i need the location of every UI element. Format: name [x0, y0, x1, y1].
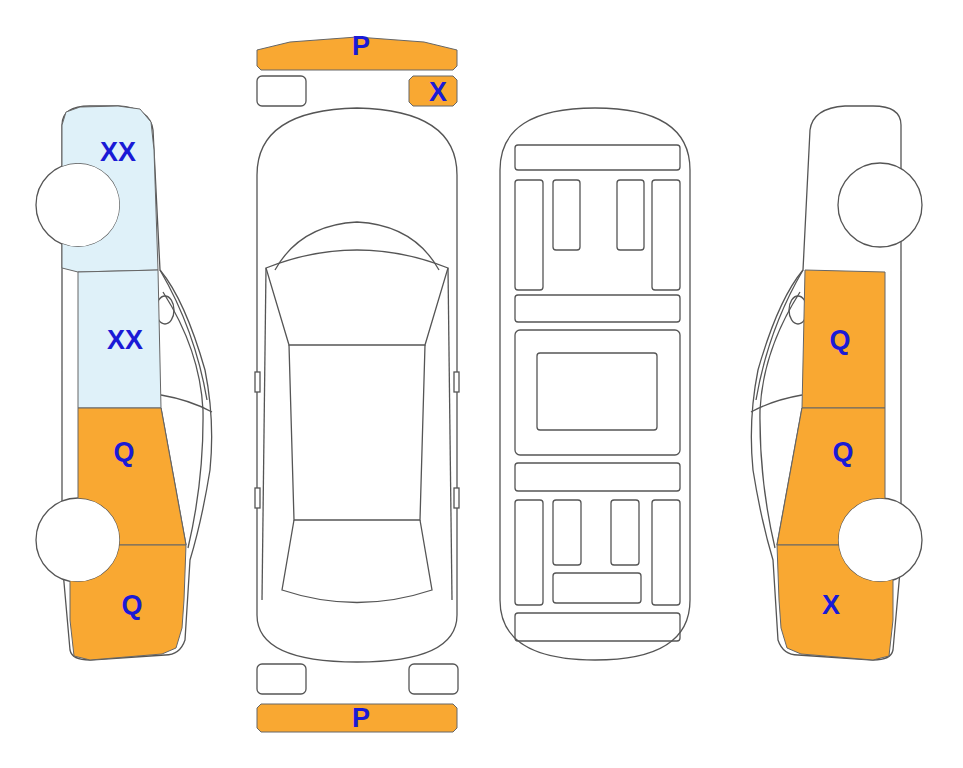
damage-code: P: [352, 705, 370, 732]
damage-code: X: [822, 592, 840, 619]
headlight-panel: X: [409, 76, 457, 106]
panel-shape: [62, 106, 158, 272]
panel-fill: [777, 545, 893, 660]
door-panel: XX: [78, 270, 161, 408]
panel-fill: [409, 76, 457, 106]
top-view: [255, 76, 459, 694]
damage-code: Q: [832, 439, 853, 466]
door-panel: Q: [777, 408, 885, 545]
quarter-panel: Q: [70, 545, 186, 660]
fender-panel: XX: [62, 106, 158, 272]
bumper-panel: P: [257, 37, 457, 70]
panel-fill: [78, 270, 161, 408]
door-panel: Q: [78, 408, 186, 545]
panel-shape: [777, 408, 885, 545]
panel-fill: [777, 408, 885, 545]
damage-code: Q: [113, 439, 134, 466]
damage-code: XX: [100, 139, 136, 166]
panel-fill: [257, 704, 457, 732]
door-panel: Q: [802, 270, 885, 408]
panel-shape: [78, 408, 186, 545]
quarter-panel: X: [777, 545, 893, 660]
damage-code: Q: [829, 327, 850, 354]
panel-fill: [802, 270, 885, 408]
underside-view: [500, 108, 690, 660]
panel-fill: [70, 545, 186, 660]
damage-code: P: [352, 33, 370, 60]
damage-code: Q: [121, 592, 142, 619]
damage-code: XX: [107, 327, 143, 354]
left-side-view: [62, 106, 212, 660]
panel-fill: [62, 106, 158, 272]
wheels: [36, 163, 922, 582]
damage-code: X: [429, 79, 447, 106]
bumper-panel: P: [257, 704, 457, 732]
panel-fill: [78, 408, 186, 545]
